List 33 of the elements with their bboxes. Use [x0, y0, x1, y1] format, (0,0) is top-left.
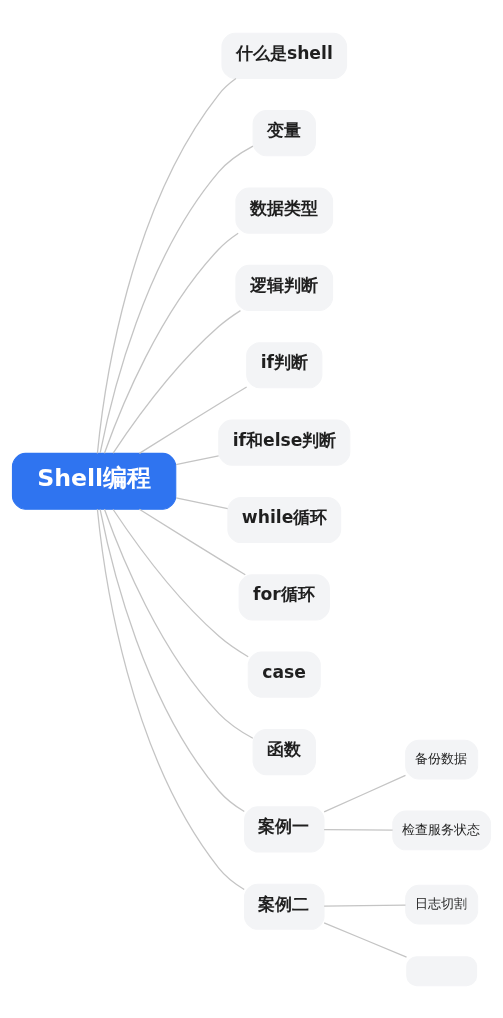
node-box: 逻辑判断 — [235, 264, 334, 311]
connector — [99, 144, 254, 454]
node-box: 日志切割 — [405, 884, 479, 924]
connector — [112, 309, 242, 454]
connector — [175, 496, 229, 509]
node-box: 变量 — [252, 109, 316, 156]
node-box: Shell编程 — [11, 452, 177, 510]
connector — [112, 508, 249, 657]
connector — [323, 774, 407, 813]
node-box: for循环 — [238, 573, 330, 620]
node-box: 检查服务状态 — [392, 810, 492, 850]
connector — [323, 921, 408, 958]
node-box: 函数 — [252, 728, 316, 775]
connector — [96, 508, 245, 890]
connector — [103, 232, 239, 454]
node-box: 什么是shell — [221, 32, 348, 79]
node-box — [406, 955, 478, 986]
node-box: if和else判断 — [218, 419, 351, 466]
node-box: 案例一 — [244, 805, 325, 852]
connector — [103, 508, 254, 739]
node-box: 备份数据 — [405, 739, 479, 779]
node-box: 案例二 — [244, 883, 325, 930]
node-box: case — [247, 651, 321, 698]
connector — [323, 828, 394, 831]
connector — [99, 508, 245, 812]
node-box: while循环 — [227, 496, 342, 543]
node-box: if判断 — [246, 341, 323, 388]
connector — [138, 508, 246, 575]
connector — [96, 77, 237, 454]
node-box: 数据类型 — [235, 186, 334, 234]
connector — [175, 454, 220, 465]
connector — [323, 903, 407, 907]
connector — [138, 385, 248, 454]
